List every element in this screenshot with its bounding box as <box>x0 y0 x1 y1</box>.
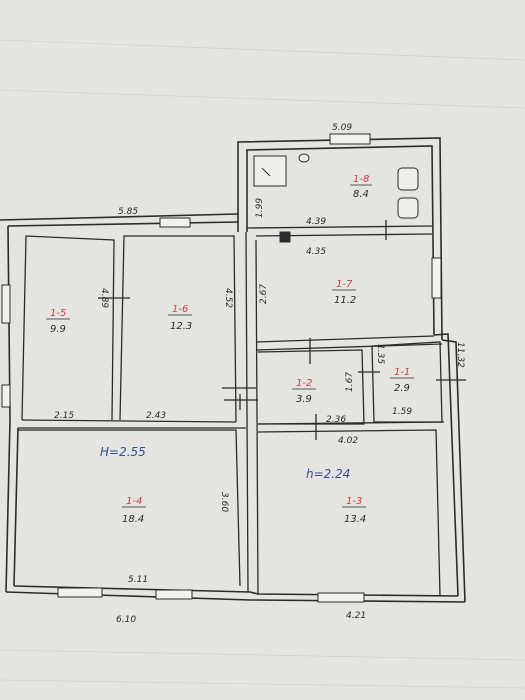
room-id: 1-1 <box>394 367 410 378</box>
dimension-label: 4.21 <box>346 611 366 621</box>
room-area: 18.4 <box>122 514 144 525</box>
shower-drain-icon <box>261 167 271 177</box>
room-id: 1-6 <box>172 304 188 315</box>
shower-tray-icon <box>253 155 287 187</box>
room-area: 3.9 <box>296 394 312 405</box>
bathroom-fixtures <box>253 153 419 243</box>
room-area: 11.2 <box>334 295 356 306</box>
window <box>329 133 371 145</box>
dimension-label: 2.15 <box>54 411 74 421</box>
room-id: 1-4 <box>126 496 142 507</box>
room-area: 12.3 <box>170 321 192 332</box>
dimension-label: 6.10 <box>116 615 136 625</box>
windows <box>1 133 442 603</box>
ceiling-height-label: H=2.55 <box>100 445 146 459</box>
dimension-label: 4.52 <box>223 288 233 308</box>
room-area: 9.9 <box>50 324 66 335</box>
window <box>1 284 11 324</box>
room-id: 1-5 <box>50 308 66 319</box>
window <box>317 592 365 603</box>
dimension-label: 5.85 <box>118 207 138 217</box>
window <box>57 587 103 598</box>
dimension-label: 4.35 <box>306 247 326 257</box>
window <box>431 257 442 299</box>
room-area: 13.4 <box>344 514 366 525</box>
dimension-label: 1.67 <box>345 372 355 392</box>
ceiling-height-label: h=2.24 <box>306 467 350 481</box>
dimension-label: 2.36 <box>326 415 346 425</box>
dimension-label: 2.67 <box>259 284 269 304</box>
dimension-label: 1.99 <box>255 198 265 218</box>
window <box>159 217 191 228</box>
room-area: 8.4 <box>353 189 369 200</box>
room-id: 1-2 <box>296 378 312 389</box>
dimension-label: 4.39 <box>306 217 326 227</box>
room-id: 1-7 <box>336 279 353 290</box>
dimension-label: 4.02 <box>338 436 358 446</box>
room-id: 1-3 <box>346 496 362 507</box>
toilet-icon <box>397 197 419 219</box>
dimension-label: 11.32 <box>455 342 465 368</box>
dimension-label: 5.09 <box>332 123 352 133</box>
room-area: 2.9 <box>394 383 410 394</box>
dimension-label: 2.43 <box>146 411 166 421</box>
window <box>155 589 193 600</box>
sink-icon <box>298 153 310 163</box>
window <box>1 384 11 408</box>
toilet-icon <box>397 167 419 191</box>
dimension-label: 4.89 <box>99 288 109 308</box>
room-id: 1-8 <box>353 174 369 185</box>
dimension-label: 3.60 <box>219 492 229 512</box>
boiler-icon <box>279 231 291 243</box>
dimension-label: 1.59 <box>392 407 412 417</box>
door-marks <box>98 220 466 440</box>
dimension-label: 5.11 <box>128 575 148 585</box>
dimension-label: 1.35 <box>375 344 385 364</box>
paper-ruling <box>0 39 525 689</box>
